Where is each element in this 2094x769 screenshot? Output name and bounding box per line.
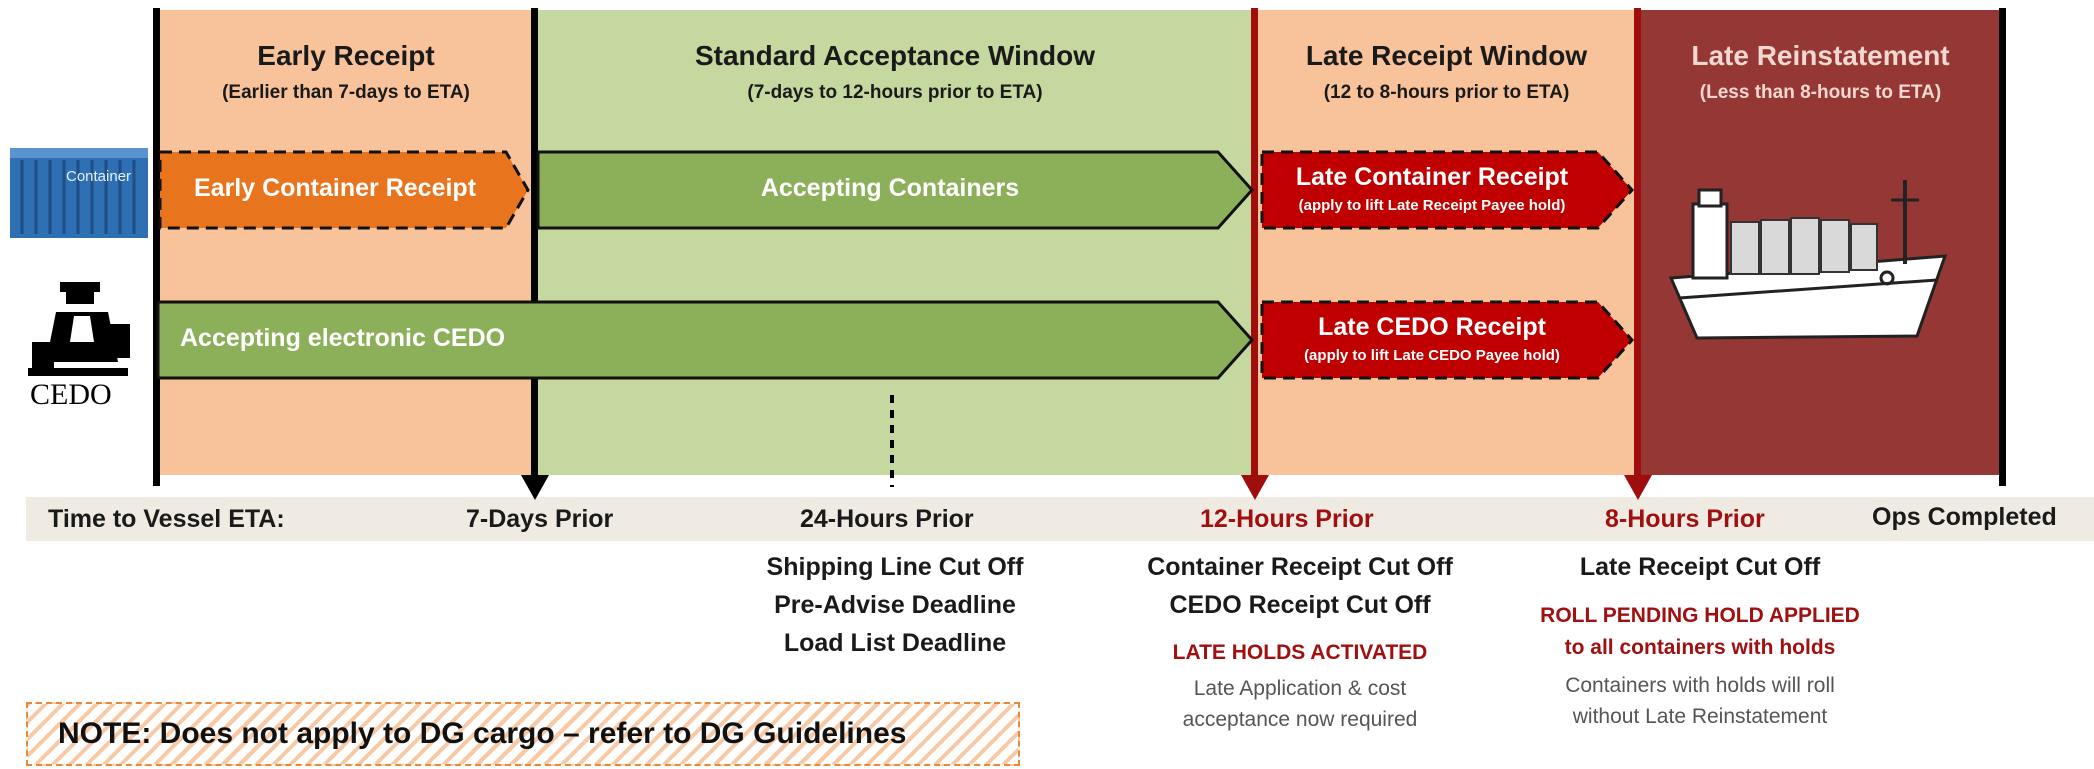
seven-days-line (531, 8, 538, 478)
late-application-note: Late Application & cost acceptance now r… (1100, 673, 1500, 735)
roll-pending-line1: ROLL PENDING HOLD APPLIED (1540, 604, 1860, 627)
twelve-hours-marker-icon (1241, 475, 1269, 500)
accepting-containers-label: Accepting Containers (760, 174, 1020, 202)
roll-note-line2: without Late Reinstatement (1572, 705, 1828, 728)
twenty-four-hours-prior-label: 24-Hours Prior (800, 505, 974, 533)
late-receipt-title: Late Receipt Window (1305, 40, 1588, 71)
early-receipt-title: Early Receipt (257, 40, 435, 71)
late-receipt-cutoff: Late Receipt Cut Off (1579, 553, 1821, 581)
standard-acceptance-zone: Standard Acceptance Window (7-days to 12… (535, 10, 1255, 475)
cutoff-8h-list: Late Receipt Cut Off (1500, 548, 1900, 586)
cutoff-12h-list: Container Receipt Cut Off CEDO Receipt C… (1100, 548, 1500, 624)
container-icon (10, 148, 148, 238)
late-container-subtitle: (apply to lift Late Receipt Payee hold) (1298, 197, 1566, 214)
late-cedo-subtitle: (apply to lift Late CEDO Payee hold) (1304, 347, 1560, 364)
eight-hours-marker-icon (1624, 475, 1652, 500)
roll-pending-line2: to all containers with holds (1564, 636, 1836, 659)
late-receipt-subtitle: (12 to 8-hours prior to ETA) (1323, 82, 1570, 103)
late-receipt-zone: Late Receipt Window (12 to 8-hours prior… (1255, 10, 1638, 475)
late-cedo-title: Late CEDO Receipt (1318, 313, 1546, 341)
eight-hours-line (1634, 8, 1641, 478)
roll-note: Containers with holds will roll without … (1500, 670, 1900, 732)
accepting-containers-arrow (536, 150, 1255, 230)
cargo-ship-icon (1668, 180, 1948, 340)
late-container-title: Late Container Receipt (1295, 163, 1569, 191)
late-holds-activated: LATE HOLDS ACTIVATED (1172, 641, 1428, 664)
late-container-arrow (1260, 150, 1635, 230)
cedo-officer-icon (28, 282, 130, 376)
pre-advise-deadline: Pre-Advise Deadline (774, 591, 1016, 619)
early-container-arrow (158, 150, 530, 230)
roll-pending-hold-alert: ROLL PENDING HOLD APPLIED to all contain… (1500, 600, 1900, 664)
accepting-cedo-arrow (156, 300, 1255, 380)
late-cedo-arrow (1260, 300, 1635, 380)
twelve-hours-line (1251, 8, 1258, 478)
accepting-cedo-label: Accepting electronic CEDO (180, 324, 506, 352)
ops-completed-line (1999, 8, 2006, 486)
eight-hours-prior-label: 8-Hours Prior (1605, 505, 1765, 533)
late-reinstatement-subtitle: (Less than 8-hours to ETA) (1699, 82, 1942, 103)
ops-completed-label: Ops Completed (1872, 503, 2057, 531)
shipping-line-cutoff: Shipping Line Cut Off (766, 553, 1024, 581)
cedo-icon-label: CEDO (30, 378, 112, 411)
roll-note-line1: Containers with holds will roll (1565, 674, 1835, 697)
dg-cargo-note: NOTE: Does not apply to DG cargo – refer… (26, 702, 1020, 766)
early-container-label: Early Container Receipt (193, 174, 477, 202)
late-reinstatement-title: Late Reinstatement (1691, 40, 1950, 71)
timeline-band (26, 497, 2094, 541)
twelve-hours-prior-label: 12-Hours Prior (1200, 505, 1374, 533)
cutoff-24h-list: Shipping Line Cut Off Pre-Advise Deadlin… (730, 548, 1060, 662)
seven-days-marker-icon (521, 475, 549, 500)
container-receipt-cutoff: Container Receipt Cut Off (1147, 553, 1453, 581)
timeline-label: Time to Vessel ETA: (48, 505, 285, 533)
standard-acceptance-title: Standard Acceptance Window (694, 40, 1096, 71)
seven-days-prior-label: 7-Days Prior (466, 505, 614, 533)
early-receipt-zone: Early Receipt (Earlier than 7-days to ET… (157, 10, 535, 475)
standard-acceptance-subtitle: (7-days to 12-hours prior to ETA) (747, 82, 1043, 103)
start-line (153, 8, 160, 486)
late-application-note-line2: acceptance now required (1182, 708, 1418, 731)
early-receipt-subtitle: (Earlier than 7-days to ETA) (222, 82, 470, 103)
load-list-deadline: Load List Deadline (783, 629, 1007, 657)
late-application-note-line1: Late Application & cost (1193, 677, 1407, 700)
container-icon-label: Container (66, 168, 132, 185)
cedo-receipt-cutoff: CEDO Receipt Cut Off (1169, 591, 1431, 619)
